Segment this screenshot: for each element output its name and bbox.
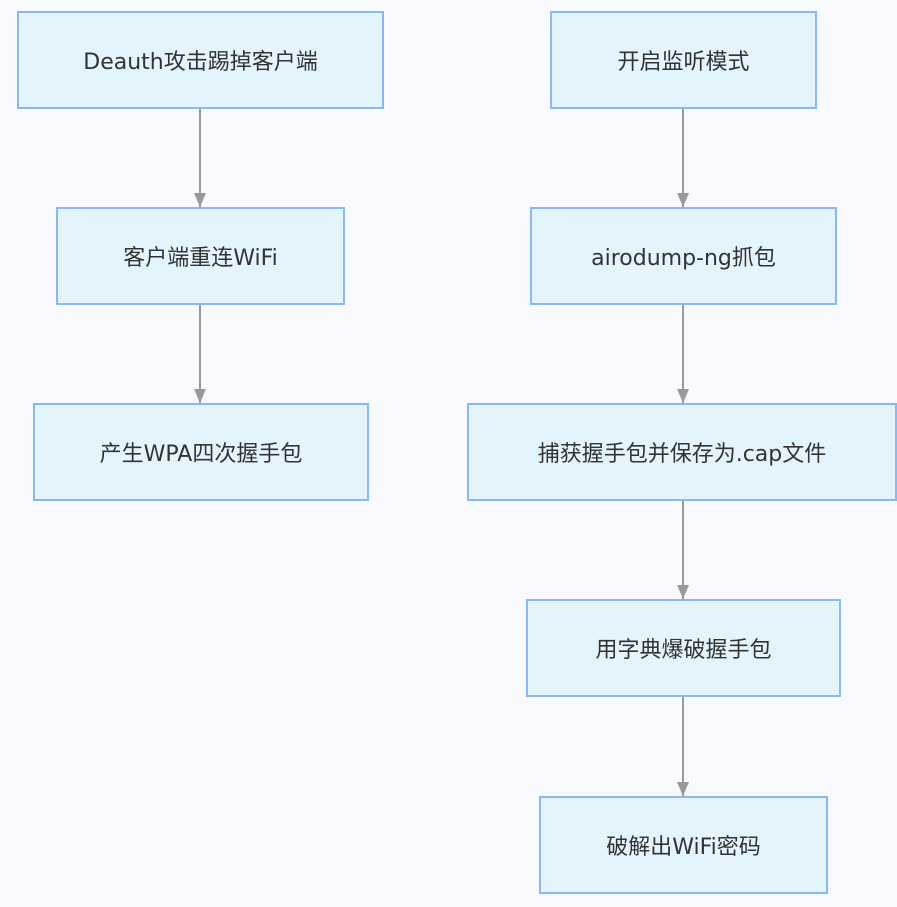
node-dictionary-attack: 用字典爆破握手包 [526,599,841,697]
node-monitor-mode: 开启监听模式 [550,11,817,109]
node-wpa-handshake: 产生WPA四次握手包 [33,403,369,501]
node-save-cap-file: 捕获握手包并保存为.cap文件 [467,403,897,501]
node-wifi-password-cracked: 破解出WiFi密码 [539,796,828,894]
node-client-reconnect-label: 客户端重连WiFi [123,246,278,271]
node-save-cap-file-label: 捕获握手包并保存为.cap文件 [537,442,827,467]
node-airodump-capture: airodump-ng抓包 [530,207,837,305]
node-dictionary-attack-label: 用字典爆破握手包 [595,638,772,663]
node-wpa-handshake-label: 产生WPA四次握手包 [99,442,303,467]
node-wifi-password-cracked-label: 破解出WiFi密码 [606,835,761,860]
node-deauth-attack: Deauth攻击踢掉客户端 [17,11,384,109]
node-client-reconnect: 客户端重连WiFi [56,207,345,305]
node-deauth-attack-label: Deauth攻击踢掉客户端 [83,50,318,75]
node-monitor-mode-label: 开启监听模式 [617,50,750,75]
node-airodump-capture-label: airodump-ng抓包 [591,246,776,271]
